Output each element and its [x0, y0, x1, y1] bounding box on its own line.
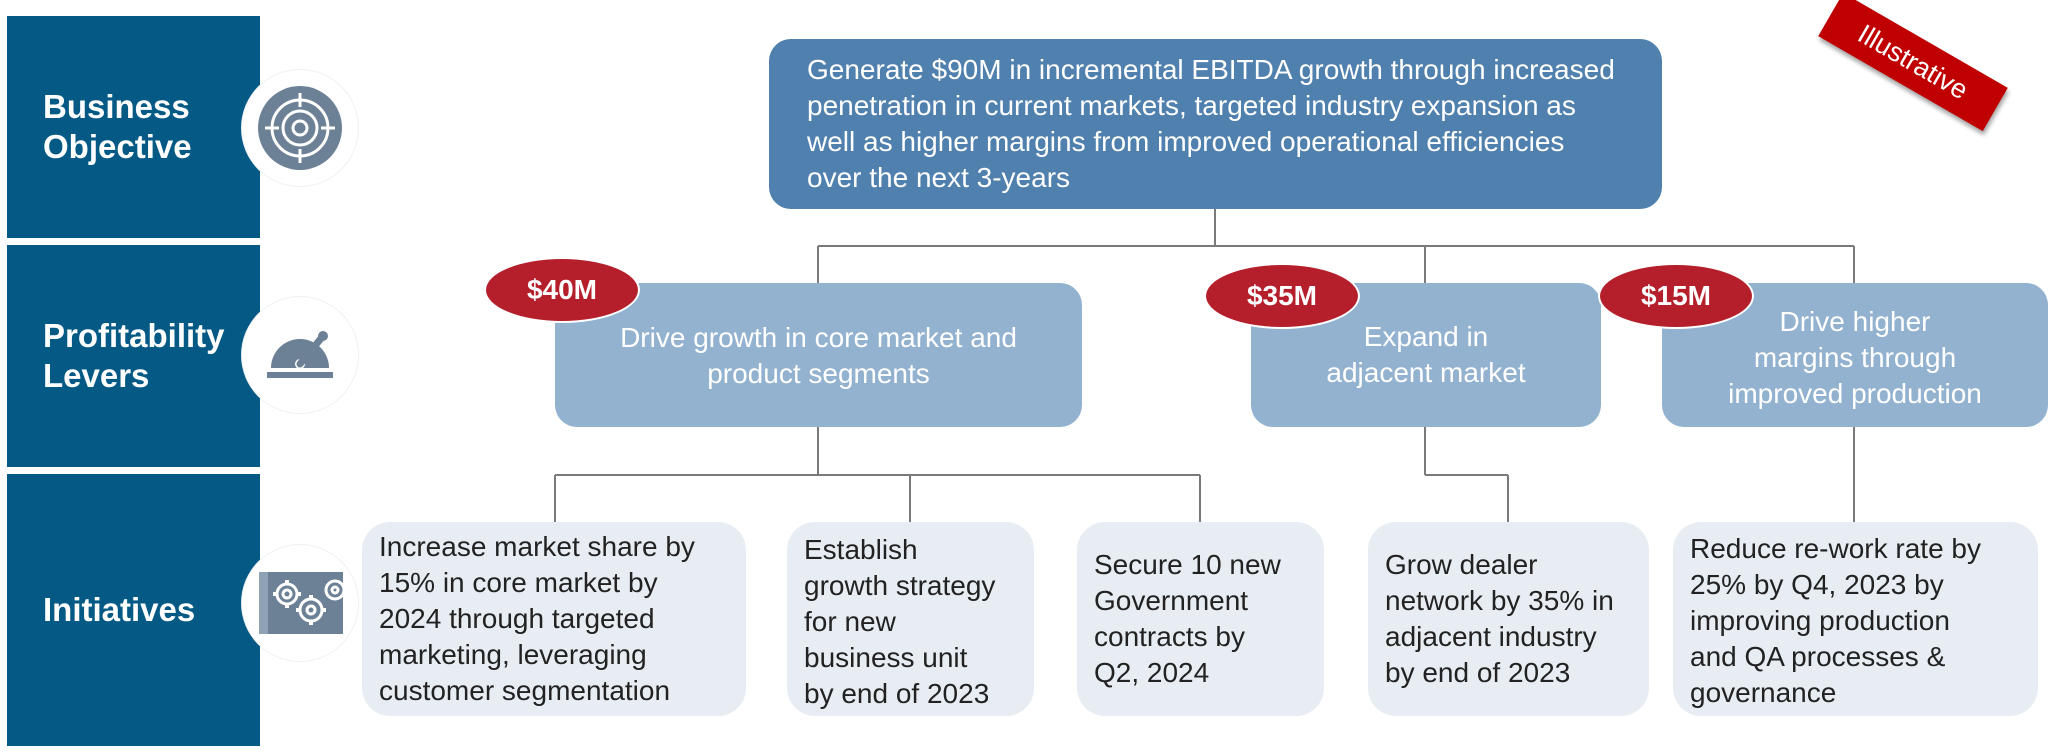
- value-badge: $35M: [1206, 265, 1358, 327]
- business-objective-text: Generate $90M in incremental EBITDA grow…: [807, 54, 1615, 193]
- initiative-text: Establish growth strategy for new busine…: [804, 534, 996, 709]
- lever-label: Drive higher margins through improved pr…: [1728, 306, 1982, 409]
- lever-box-core-market: Drive growth in core market and product …: [555, 283, 1082, 427]
- lever-label: Expand in adjacent market: [1326, 321, 1526, 388]
- target-icon: [258, 86, 342, 170]
- business-objective-box: Generate $90M in incremental EBITDA grow…: [769, 39, 1662, 209]
- initiative-box: Grow dealer network by 35% in adjacent i…: [1368, 522, 1649, 716]
- lever-label: Drive growth in core market and product …: [620, 322, 1017, 389]
- initiative-text: Secure 10 new Government contracts by Q2…: [1094, 549, 1281, 688]
- row-label-initiatives: Initiatives: [7, 474, 260, 746]
- lever-icon: [267, 331, 333, 378]
- row-label-profitability-levers: Profitability Levers: [7, 245, 260, 467]
- initiative-text: Grow dealer network by 35% in adjacent i…: [1385, 549, 1614, 688]
- initiative-box: Increase market share by 15% in core mar…: [362, 522, 746, 716]
- gears-icon-circle: [242, 545, 358, 661]
- target-icon-circle: [242, 70, 358, 186]
- row-label-business-objective: Business Objective: [7, 16, 260, 238]
- value-badge: $15M: [1600, 265, 1752, 327]
- gears-icon: [259, 572, 343, 634]
- initiative-text: Increase market share by 15% in core mar…: [379, 531, 695, 706]
- value-badge-text: $15M: [1640, 280, 1712, 311]
- initiative-text: Reduce re-work rate by 25% by Q4, 2023 b…: [1690, 533, 1982, 708]
- value-badge-text: $40M: [526, 274, 598, 305]
- initiative-box: Reduce re-work rate by 25% by Q4, 2023 b…: [1673, 522, 2038, 716]
- value-badge: $40M: [486, 259, 638, 321]
- lever-icon-circle: [242, 297, 358, 413]
- initiative-box: Secure 10 new Government contracts by Q2…: [1077, 522, 1324, 716]
- value-badge-text: $35M: [1246, 280, 1318, 311]
- initiative-box: Establish growth strategy for new busine…: [787, 522, 1034, 716]
